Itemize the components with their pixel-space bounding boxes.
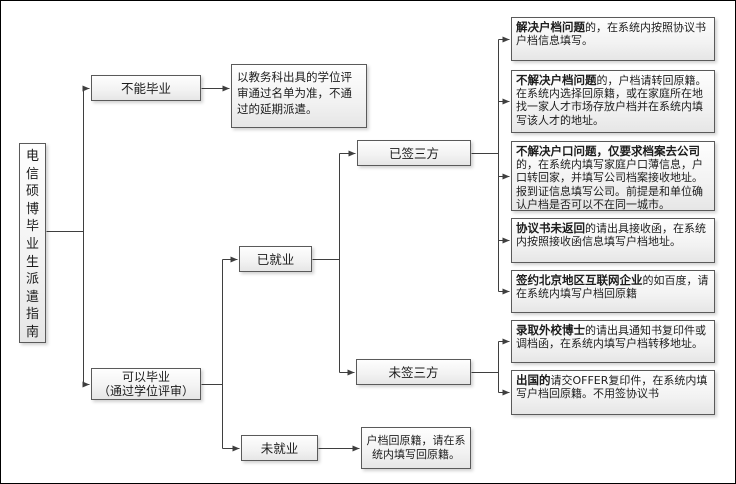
node-cannot-graduate-note: 以教务科出具的学位评审通过名单为准，不通过的延期派遣。 bbox=[231, 64, 367, 128]
node-cannot-graduate-label: 不能毕业 bbox=[120, 80, 171, 96]
node-can-graduate-line2: （通过学位评审） bbox=[97, 384, 194, 398]
note-phd-admitted-bold: 录取外校博士 bbox=[516, 323, 585, 337]
node-employed: 已就业 bbox=[239, 246, 312, 272]
note-archive-only: 不解决户口问题，仅要求档案去公司的，在系统内填写家庭户口薄信息，户口转回家，并填… bbox=[511, 141, 715, 211]
note-agreement-not-returned: 协议书未返回的请出具接收函，在系统内按照接收函信息填写户档地址。 bbox=[511, 218, 715, 263]
note-going-abroad-bold: 出国的 bbox=[516, 373, 551, 387]
note-phd-admitted: 录取外校博士的请出具通知书复印件或调档函，在系统内填写户档转移地址。 bbox=[511, 320, 715, 363]
node-can-graduate: 可以毕业 （通过学位评审） bbox=[91, 368, 201, 400]
node-can-graduate-line1: 可以毕业 bbox=[121, 369, 170, 384]
node-unsigned-tripartite-label: 未签三方 bbox=[388, 364, 439, 380]
node-unsigned-tripartite: 未签三方 bbox=[356, 359, 471, 385]
note-agreement-not-returned-rest: 的请出具接收函，在系统内按照接收函信息填写户档地址。 bbox=[516, 222, 706, 249]
note-going-abroad: 出国的请交OFFER复印件，在系统内填写户档回原籍。不用签协议书 bbox=[511, 370, 715, 415]
note-archive-only-rest: 的，在系统内填写家庭户口薄信息，户口转回家，并填写公司档案接收地址。报到证信息填… bbox=[516, 158, 703, 211]
note-going-abroad-rest: 请交OFFER复印件，在系统内填写户档回原籍。不用签协议书 bbox=[516, 374, 708, 401]
node-unemployed-label: 未就业 bbox=[260, 440, 299, 456]
note-no-resolve-hukou-bold: 不解决户档问题 bbox=[516, 73, 597, 87]
node-cannot-graduate: 不能毕业 bbox=[91, 75, 201, 101]
note-beijing-internet-rest: 的如百度，请在系统内填写户档回原籍 bbox=[516, 274, 709, 301]
node-unemployed: 未就业 bbox=[241, 435, 318, 461]
node-unemployed-note: 户档回原籍，请在系统内填写回原籍。 bbox=[361, 427, 471, 469]
note-no-resolve-hukou-rest: 的，户档请转回原籍。在系统内选择回原籍，或在家庭所在地找一家人才市场存放户档并在… bbox=[516, 74, 707, 127]
node-signed-tripartite: 已签三方 bbox=[357, 140, 471, 166]
note-no-resolve-hukou: 不解决户档问题的，户档请转回原籍。在系统内选择回原籍，或在家庭所在地找一家人才市… bbox=[511, 70, 715, 133]
node-main-title: 电信硕博毕业生派遣指南 bbox=[19, 143, 46, 343]
node-signed-tripartite-label: 已签三方 bbox=[388, 145, 439, 161]
note-resolve-hukou: 解决户档问题的，在系统内按照协议书户档信息填写。 bbox=[511, 17, 715, 61]
note-beijing-internet-bold: 签约北京地区互联网企业 bbox=[516, 273, 643, 287]
node-employed-label: 已就业 bbox=[256, 251, 295, 267]
note-beijing-internet: 签约北京地区互联网企业的如百度，请在系统内填写户档回原籍 bbox=[511, 270, 715, 313]
note-resolve-hukou-rest: 的，在系统内按照协议书户档信息填写。 bbox=[516, 21, 706, 48]
note-resolve-hukou-bold: 解决户档问题 bbox=[516, 20, 585, 34]
note-phd-admitted-rest: 的请出具通知书复印件或调档函，在系统内填写户档转移地址。 bbox=[516, 324, 706, 351]
note-agreement-not-returned-bold: 协议书未返回 bbox=[516, 221, 585, 235]
note-archive-only-bold: 不解决户口问题，仅要求档案去公司 bbox=[516, 144, 700, 158]
